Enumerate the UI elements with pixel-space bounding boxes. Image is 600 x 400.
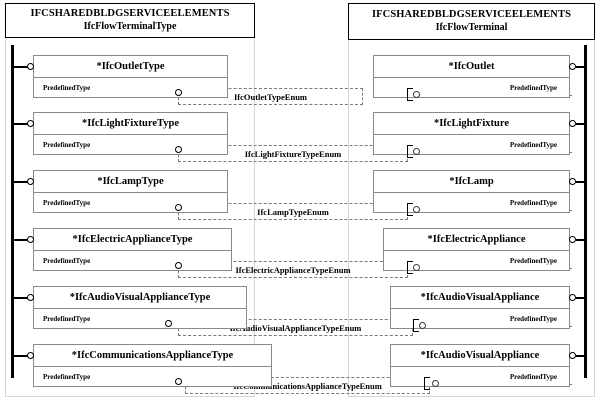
- entity-box-occurrence-4[interactable]: *IfcElectricAppliance PredefinedType: [383, 228, 570, 271]
- outer-frame-left: [5, 38, 255, 397]
- trunk-branch-right-3: [576, 181, 586, 183]
- header-left-entity: IfcFlowTerminalType: [83, 20, 177, 32]
- trunk-branch-left-4: [13, 239, 31, 241]
- trunk-branch-left-3: [13, 181, 31, 183]
- bracket-left-4: [407, 261, 413, 274]
- connector-circle-left-5: [27, 294, 34, 301]
- connector-circle-left-2: [27, 120, 34, 127]
- entity-box-type-4[interactable]: *IfcElectricApplianceType PredefinedType: [33, 228, 232, 271]
- entity-title-occurrence-4: *IfcElectricAppliance: [384, 229, 569, 251]
- entity-title-occurrence-5: *IfcAudioVisualAppliance: [391, 287, 569, 309]
- entity-title-occurrence-2: *IfcLightFixture: [374, 113, 569, 135]
- entity-attribute-type-5: PredefinedType: [43, 315, 91, 323]
- entity-box-occurrence-5[interactable]: *IfcAudioVisualAppliance PredefinedType: [390, 286, 570, 329]
- trunk-branch-right-1: [576, 66, 586, 68]
- connector-circle-right-5: [569, 294, 576, 301]
- entity-title-type-5: *IfcAudioVisualApplianceType: [34, 287, 246, 309]
- entity-title-type-6: *IfcCommunicationsApplianceType: [34, 345, 271, 367]
- entity-attribute-occurrence-3: PredefinedType: [509, 199, 557, 207]
- bracket-left-3: [407, 203, 413, 216]
- entity-attribute-type-3: PredefinedType: [43, 199, 91, 207]
- entity-box-occurrence-2[interactable]: *IfcLightFixture PredefinedType: [373, 112, 570, 155]
- bracket-left-5: [413, 319, 419, 332]
- connector-circle-occ-attr-3: [413, 206, 420, 213]
- trunk-branch-left-1: [13, 66, 31, 68]
- trunk-branch-left-6: [13, 355, 31, 357]
- entity-box-occurrence-6[interactable]: *IfcAudioVisualAppliance PredefinedType: [390, 344, 570, 387]
- trunk-branch-right-6: [576, 355, 586, 357]
- entity-box-type-3[interactable]: *IfcLampType PredefinedType: [33, 170, 228, 213]
- header-right-entity: IfcFlowTerminal: [435, 21, 508, 33]
- connector-circle-occ-attr-2: [413, 148, 420, 155]
- entity-attribute-type-4: PredefinedType: [43, 257, 91, 265]
- header-left-schema: IFCSHAREDBLDGSERVICEELEMENTS: [30, 8, 230, 20]
- trunk-branch-left-2: [13, 123, 31, 125]
- entity-title-type-1: *IfcOutletType: [34, 56, 227, 78]
- connector-circle-right-3: [569, 178, 576, 185]
- entity-box-type-5[interactable]: *IfcAudioVisualApplianceType PredefinedT…: [33, 286, 247, 329]
- connector-circle-type-attr-3: [175, 204, 182, 211]
- connector-circle-occ-attr-4: [413, 264, 420, 271]
- entity-title-type-2: *IfcLightFixtureType: [34, 113, 227, 135]
- bracket-left-6: [424, 377, 430, 390]
- entity-attribute-occurrence-2: PredefinedType: [509, 141, 557, 149]
- connector-circle-occ-attr-1: [413, 91, 420, 98]
- entity-title-occurrence-6: *IfcAudioVisualAppliance: [391, 345, 569, 367]
- entity-attribute-type-2: PredefinedType: [43, 141, 91, 149]
- connector-circle-right-2: [569, 120, 576, 127]
- trunk-left-vertical: [11, 45, 14, 378]
- connector-circle-occ-attr-6: [432, 380, 439, 387]
- bracket-left-1: [407, 88, 413, 101]
- connector-circle-left-3: [27, 178, 34, 185]
- entity-box-type-6[interactable]: *IfcCommunicationsApplianceType Predefin…: [33, 344, 272, 387]
- entity-attribute-occurrence-6: PredefinedType: [509, 373, 557, 381]
- connector-circle-type-attr-6: [175, 378, 182, 385]
- entity-box-occurrence-3[interactable]: *IfcLamp PredefinedType: [373, 170, 570, 213]
- connector-circle-left-1: [27, 63, 34, 70]
- connector-circle-left-4: [27, 236, 34, 243]
- trunk-branch-right-2: [576, 123, 586, 125]
- header-box-right: IFCSHAREDBLDGSERVICEELEMENTS IfcFlowTerm…: [348, 3, 595, 40]
- connector-circle-type-attr-4: [175, 262, 182, 269]
- connector-circle-occ-attr-5: [419, 322, 426, 329]
- entity-box-type-2[interactable]: *IfcLightFixtureType PredefinedType: [33, 112, 228, 155]
- entity-attribute-occurrence-5: PredefinedType: [509, 315, 557, 323]
- trunk-branch-left-5: [13, 297, 31, 299]
- header-right-schema: IFCSHAREDBLDGSERVICEELEMENTS: [371, 9, 572, 21]
- entity-attribute-occurrence-4: PredefinedType: [509, 257, 557, 265]
- connector-circle-right-1: [569, 63, 576, 70]
- connector-circle-type-attr-2: [175, 146, 182, 153]
- trunk-branch-right-4: [576, 239, 586, 241]
- connector-circle-left-6: [27, 352, 34, 359]
- entity-box-occurrence-1[interactable]: *IfcOutlet PredefinedType: [373, 55, 570, 98]
- connector-circle-right-4: [569, 236, 576, 243]
- trunk-branch-right-5: [576, 297, 586, 299]
- connector-circle-type-attr-1: [175, 89, 182, 96]
- entity-attribute-type-6: PredefinedType: [43, 373, 91, 381]
- trunk-right-vertical: [584, 45, 587, 378]
- entity-title-type-3: *IfcLampType: [34, 171, 227, 193]
- header-box-left: IFCSHAREDBLDGSERVICEELEMENTS IfcFlowTerm…: [5, 3, 255, 38]
- bracket-left-2: [407, 145, 413, 158]
- entity-title-type-4: *IfcElectricApplianceType: [34, 229, 231, 251]
- entity-box-type-1[interactable]: *IfcOutletType PredefinedType: [33, 55, 228, 98]
- connector-circle-type-attr-5: [165, 320, 172, 327]
- entity-attribute-type-1: PredefinedType: [43, 84, 91, 92]
- connector-circle-right-6: [569, 352, 576, 359]
- outer-frame-right: [348, 40, 595, 397]
- entity-title-occurrence-1: *IfcOutlet: [374, 56, 569, 78]
- entity-attribute-occurrence-1: PredefinedType: [509, 84, 557, 92]
- entity-title-occurrence-3: *IfcLamp: [374, 171, 569, 193]
